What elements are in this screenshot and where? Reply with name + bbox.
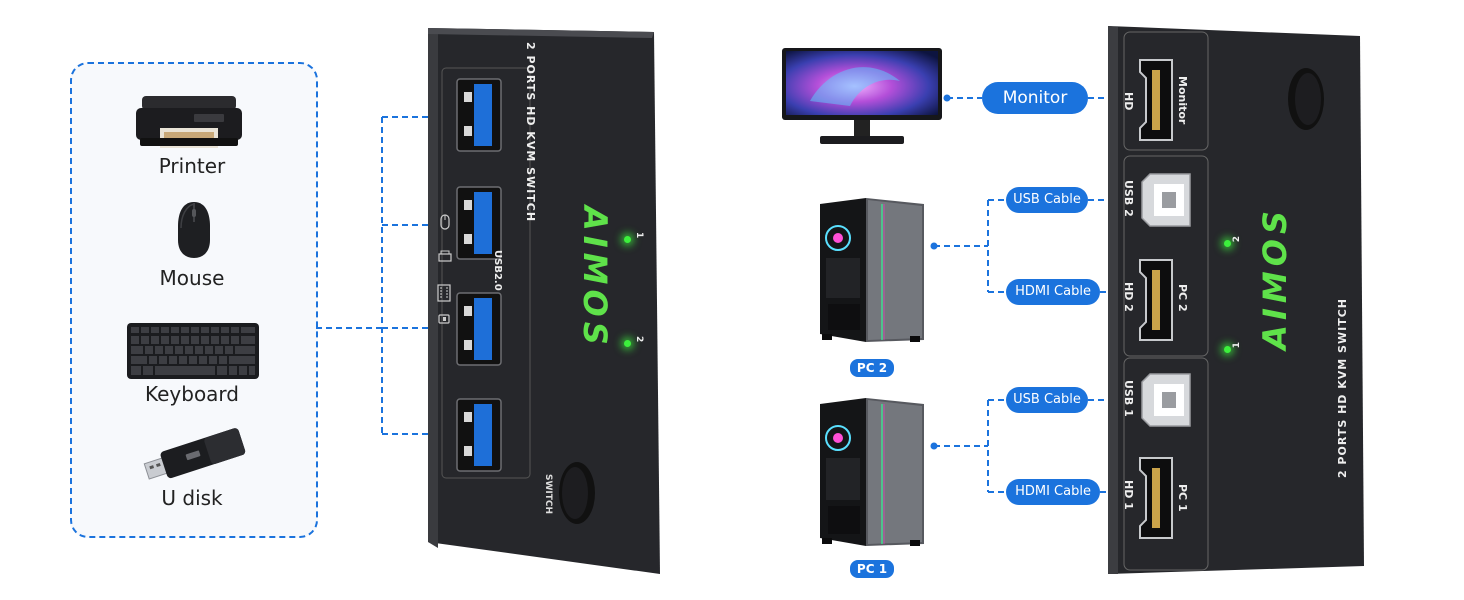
usb-b-port-1 [1141, 373, 1191, 427]
keyboard-port-icon [437, 284, 451, 302]
front-led-2 [624, 340, 631, 347]
front-title: 2 PORTS HD KVM SWITCH [524, 42, 537, 223]
usb-drive-icon [143, 428, 246, 480]
back-led-2 [1224, 240, 1231, 247]
back-port-hd2-label: HD 2 [1122, 282, 1135, 312]
printer-icon [136, 96, 242, 148]
front-led-2-label: 2 [634, 336, 644, 343]
back-led-2-label: 2 [1232, 236, 1242, 243]
kvm-switch-back [1108, 26, 1364, 574]
back-port-monitor-label: Monitor [1176, 76, 1189, 125]
monitor-cable-label: Monitor [982, 82, 1088, 114]
usb-b-port-2 [1141, 173, 1191, 227]
hdmi-port-monitor [1139, 59, 1173, 141]
back-port-usb2-label: USB 2 [1122, 180, 1135, 217]
hdmi-port-pc1 [1139, 457, 1173, 539]
pc1-usb-cable-label: USB Cable [1006, 387, 1088, 413]
back-port-hd1-label: HD 1 [1122, 480, 1135, 510]
back-port-pc2-label: PC 2 [1176, 284, 1189, 312]
back-led-1 [1224, 346, 1231, 353]
hdmi-port-pc2 [1139, 259, 1173, 341]
front-usb-label: USB2.0 [492, 250, 503, 291]
printer-port-icon [438, 250, 452, 262]
pc2-usb-cable-label: USB Cable [1006, 187, 1088, 213]
pc2-hdmi-cable-label: HDMI Cable [1006, 279, 1100, 305]
pc1-tower-icon [820, 398, 924, 546]
mouse-port-icon [440, 214, 450, 230]
usb-port-2 [456, 186, 502, 260]
pc1-label: PC 1 [850, 560, 894, 578]
pc2-label: PC 2 [850, 359, 894, 377]
back-port-hd-label: HD [1122, 92, 1135, 111]
back-title: 2 PORTS HD KVM SWITCH [1336, 298, 1349, 479]
back-port-usb1-label: USB 1 [1122, 380, 1135, 417]
usb-port-3 [456, 292, 502, 366]
front-brand: AIMOS [576, 206, 614, 350]
mouse-icon [178, 202, 210, 258]
udisk-port-icon [438, 314, 450, 324]
keyboard-icon [127, 323, 259, 379]
monitor-icon [782, 48, 942, 144]
back-switch-knob[interactable] [1286, 66, 1326, 132]
usb-port-4 [456, 398, 502, 472]
back-port-pc1-label: PC 1 [1176, 484, 1189, 512]
front-switch-label: SWITCH [543, 474, 553, 515]
printer-label: Printer [158, 154, 226, 178]
front-led-1 [624, 236, 631, 243]
pc1-hdmi-cable-label: HDMI Cable [1006, 479, 1100, 505]
front-led-1-label: 1 [634, 232, 644, 239]
back-brand: AIMOS [1256, 206, 1294, 350]
usb-port-1 [456, 78, 502, 152]
mouse-label: Mouse [159, 266, 225, 290]
udisk-label: U disk [161, 486, 223, 510]
pc2-tower-icon [820, 198, 924, 342]
keyboard-label: Keyboard [144, 382, 239, 406]
switch-knob-button[interactable] [558, 460, 596, 526]
back-led-1-label: 1 [1232, 342, 1242, 349]
